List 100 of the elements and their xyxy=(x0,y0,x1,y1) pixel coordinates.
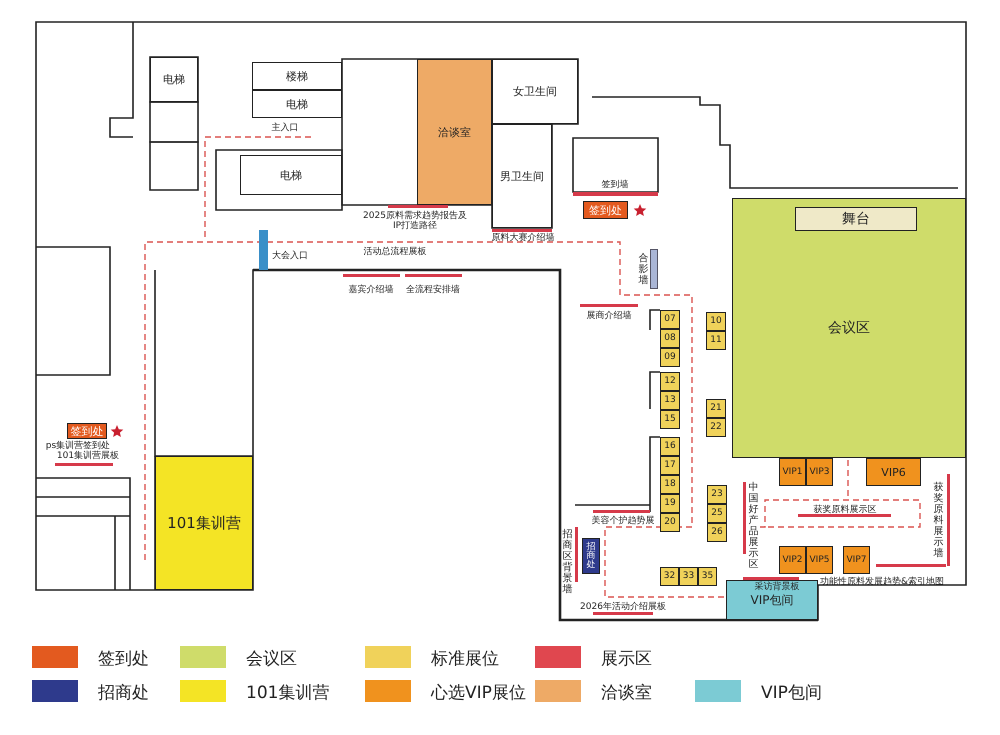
room-label: 签到处 xyxy=(70,426,104,436)
room-label: 09 xyxy=(664,353,676,362)
vip-booth xyxy=(843,546,870,574)
booth xyxy=(660,475,680,494)
area-label: ps集训营签到处 xyxy=(44,441,110,451)
booth xyxy=(706,312,726,331)
room-label: 22 xyxy=(710,423,722,432)
booth xyxy=(707,504,727,523)
meeting-area xyxy=(732,198,966,458)
room-label: VIP3 xyxy=(810,468,830,476)
wall-caption: 获奖原料展示墙 xyxy=(933,482,944,559)
room-label: 11 xyxy=(710,336,722,345)
legend-label: 招商处 xyxy=(98,682,149,704)
legend-label: 签到处 xyxy=(98,648,149,670)
room xyxy=(67,423,107,439)
wall-caption: 美容个护趋势展 xyxy=(590,516,656,526)
room-label: 35 xyxy=(702,572,714,581)
legend-label: 心选VIP展位 xyxy=(431,682,526,704)
booth xyxy=(706,399,726,418)
booth xyxy=(660,456,680,475)
room-label: 18 xyxy=(664,480,676,489)
room xyxy=(150,57,198,102)
wall-caption: 采访背景板 xyxy=(754,582,800,592)
room-label: VIP6 xyxy=(881,466,906,478)
booth xyxy=(660,494,680,513)
booth xyxy=(660,567,679,586)
booth xyxy=(679,567,698,586)
room-label: 13 xyxy=(664,396,676,405)
booth xyxy=(707,523,727,542)
room-label: VIP7 xyxy=(846,556,866,564)
booth xyxy=(706,331,726,350)
room-label: 洽谈室 xyxy=(438,126,471,138)
booth xyxy=(660,437,680,456)
room-label: 21 xyxy=(710,404,722,413)
room-label: 33 xyxy=(682,572,694,581)
room-label: 20 xyxy=(664,518,676,527)
wall-caption: 展商介绍墙 xyxy=(586,311,632,322)
wall-caption: 签到墙 xyxy=(600,180,630,190)
room xyxy=(583,201,628,219)
room-label: 女卫生间 xyxy=(513,86,557,97)
room-label: 16 xyxy=(664,442,676,451)
stage xyxy=(795,207,917,231)
booth xyxy=(660,329,680,348)
room-label: 10 xyxy=(710,317,722,326)
room-label: 08 xyxy=(664,334,676,343)
booth xyxy=(698,567,717,586)
room-label: 会议区 xyxy=(828,321,870,335)
room-label: 电梯 xyxy=(280,170,302,180)
room-label: 舞台 xyxy=(842,212,870,226)
room-label: VIP2 xyxy=(782,556,802,564)
booth xyxy=(660,348,680,367)
room xyxy=(492,124,552,228)
wall-caption: 2025原料需求趋势报告及IP打造路径 xyxy=(362,211,468,232)
wall-caption: 101集训营展板 xyxy=(56,451,120,462)
room xyxy=(252,62,342,90)
vip-booth xyxy=(779,546,806,574)
room xyxy=(417,59,492,205)
room xyxy=(582,538,600,574)
room xyxy=(155,456,253,590)
room-label: 男卫生间 xyxy=(500,170,544,182)
room-label: 楼梯 xyxy=(286,70,308,82)
room xyxy=(252,90,342,118)
wall-caption: 原料大赛介绍墙 xyxy=(490,233,556,244)
room-label: 签到处 xyxy=(589,204,622,216)
room-label: 12 xyxy=(664,377,676,386)
room-label: 17 xyxy=(664,461,676,470)
wall-caption: 全流程安排墙 xyxy=(405,285,461,296)
area-label: 大会入口 xyxy=(271,251,309,262)
room-label: 15 xyxy=(664,415,676,424)
room-label: VIP5 xyxy=(810,556,830,564)
room-label: VIP1 xyxy=(782,468,802,476)
room-label: 32 xyxy=(664,572,676,581)
area-label: 活动总流程展板 xyxy=(362,247,428,258)
booth xyxy=(660,410,680,429)
wall-caption: 合影墙 xyxy=(638,253,648,286)
booth xyxy=(660,391,680,410)
booth xyxy=(660,310,680,329)
room-label: 电梯 xyxy=(286,98,308,110)
booth xyxy=(707,485,727,504)
vip-booth xyxy=(866,458,921,486)
area-label: 主入口 xyxy=(270,123,300,134)
room-label: 07 xyxy=(664,315,676,324)
wall-caption: 嘉宾介绍墙 xyxy=(348,285,394,296)
room xyxy=(726,580,818,620)
room-label: 招商处 xyxy=(586,542,596,570)
booth xyxy=(660,513,680,532)
legend-label: VIP包间 xyxy=(761,682,822,704)
room-label: 19 xyxy=(664,499,676,508)
room xyxy=(492,59,578,124)
vip-booth xyxy=(806,546,833,574)
wall-caption: 获奖原料展示区 xyxy=(812,505,878,516)
room-label: 25 xyxy=(711,509,723,518)
room-label: 101集训营 xyxy=(167,516,241,530)
booth xyxy=(706,418,726,437)
room-label: 23 xyxy=(711,490,723,499)
legend-label: 会议区 xyxy=(246,648,297,670)
wall-caption: 招商区背景墙 xyxy=(562,529,572,595)
booth xyxy=(660,372,680,391)
vip-booth xyxy=(779,458,806,486)
vip-booth xyxy=(806,458,833,486)
